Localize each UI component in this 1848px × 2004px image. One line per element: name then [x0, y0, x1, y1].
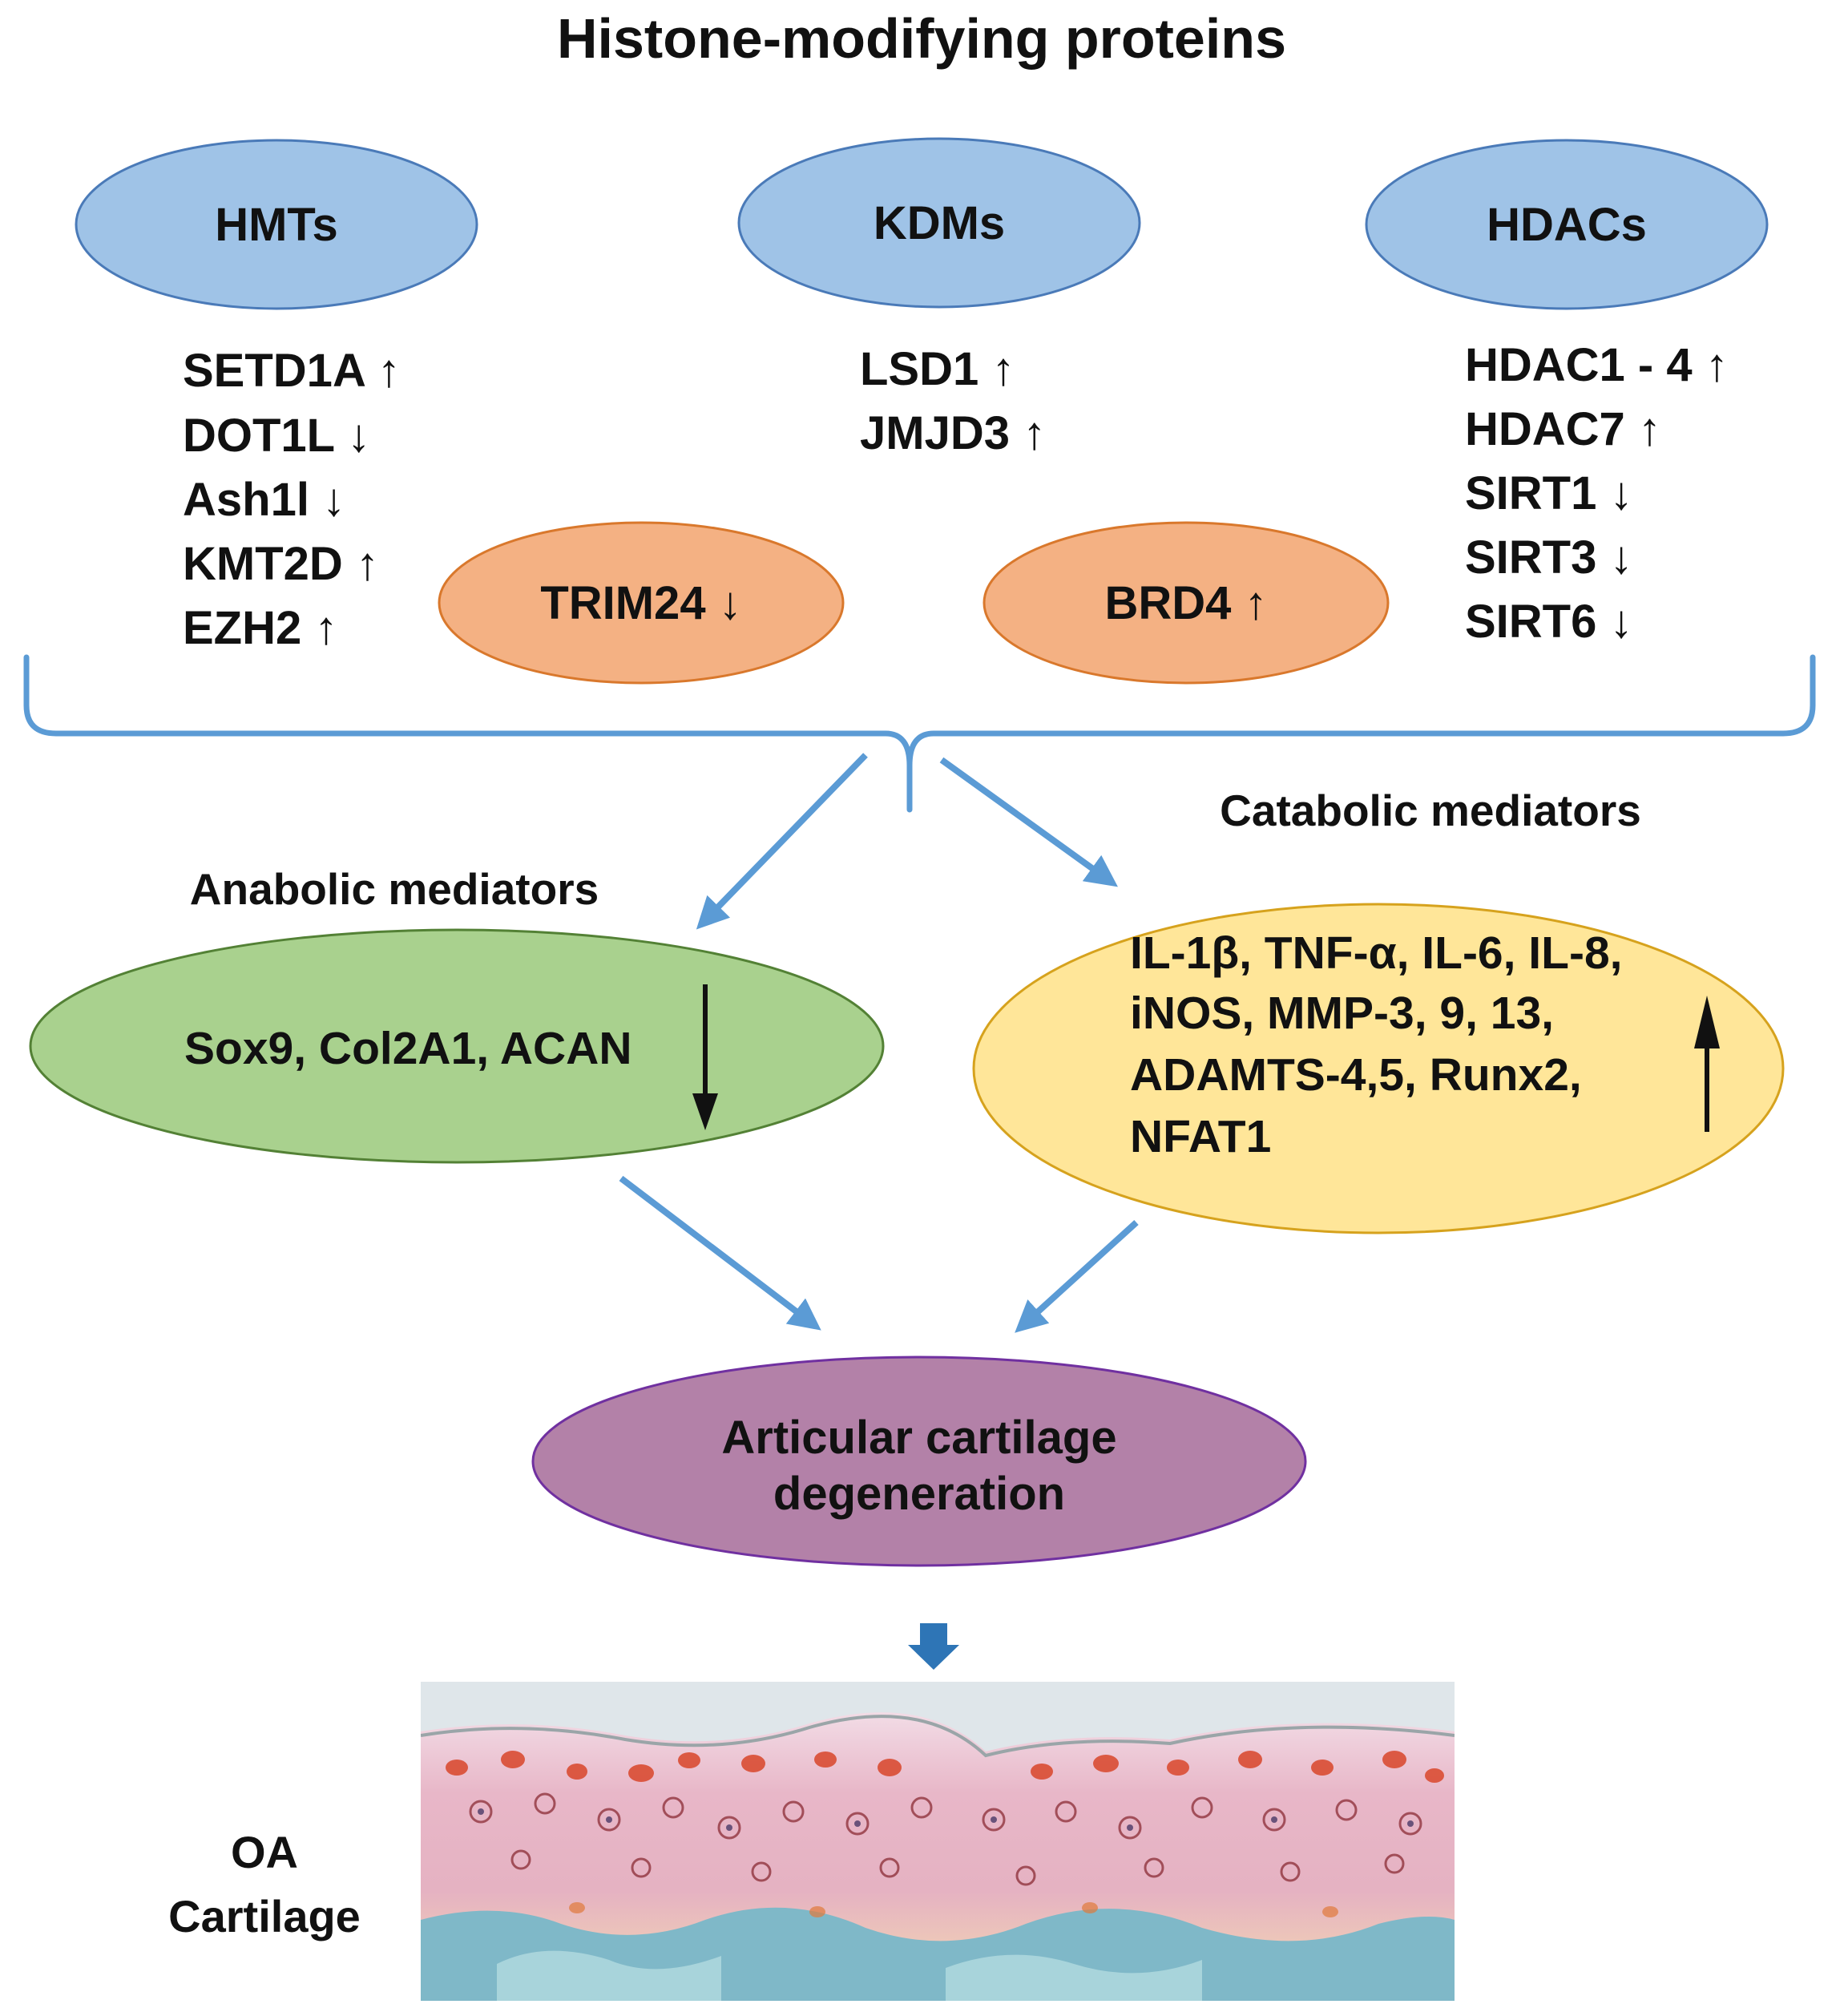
catabolic-line: ADAMTS-4,5, Runx2,: [1130, 1049, 1582, 1101]
catabolic-line: iNOS, MMP-3, 9, 13,: [1130, 988, 1554, 1039]
down-block-arrow-icon: [908, 1623, 959, 1670]
catabolic-line: IL-1β, TNF-α, IL-6, IL-8,: [1130, 927, 1622, 979]
hdacs-ellipse: [1365, 139, 1769, 310]
hmts-item: SETD1A ↑: [183, 345, 401, 397]
oa-label: Cartilage: [168, 1891, 361, 1941]
trim24-label: TRIM24 ↓: [540, 577, 741, 629]
brd4-ellipse: [983, 521, 1390, 685]
hmts-item: KMT2D ↑: [183, 538, 379, 590]
kdms-node: KDMs: [737, 137, 1141, 309]
catabolic-ellipse: [972, 903, 1785, 1234]
hmts-label: HMTs: [215, 199, 338, 251]
down-arrow-icon: [692, 984, 718, 1130]
kdms-list: LSD1 ↑ JMJD3 ↑: [860, 343, 1046, 459]
hmts-item: DOT1L ↓: [183, 410, 370, 462]
hdacs-item: HDAC1 - 4 ↑: [1465, 339, 1729, 391]
kdms-item: LSD1 ↑: [860, 343, 1015, 395]
hdacs-list: HDAC1 - 4 ↑ HDAC7 ↑ SIRT1 ↓ SIRT3 ↓ SIRT…: [1465, 339, 1729, 648]
brd4-node: BRD4 ↑: [983, 521, 1390, 685]
hmts-ellipse: [75, 139, 478, 310]
catabolic-heading: Catabolic mediators: [1220, 786, 1641, 835]
hdacs-node: HDACs: [1365, 139, 1769, 310]
oa-cartilage-image: [421, 1682, 1455, 2001]
grouping-brace: [23, 654, 1816, 813]
anabolic-ellipse: [29, 928, 885, 1164]
hdacs-item: SIRT6 ↓: [1465, 596, 1633, 648]
arrow-catabolic-to-outcome: [1015, 1220, 1139, 1333]
arrow-anabolic-to-outcome: [619, 1175, 821, 1331]
hdacs-item: HDAC7 ↑: [1465, 403, 1661, 455]
anabolic-heading: Anabolic mediators: [190, 864, 599, 914]
hmts-item: EZH2 ↑: [183, 602, 337, 654]
hdacs-item: SIRT1 ↓: [1465, 467, 1633, 519]
anabolic-node: Sox9, Col2A1, ACAN: [29, 928, 885, 1164]
arrow-to-catabolic: [939, 757, 1118, 887]
outcome-node: Articular cartilage degeneration: [531, 1356, 1307, 1567]
catabolic-line: NFAT1: [1130, 1111, 1271, 1162]
outcome-line: degeneration: [773, 1468, 1065, 1520]
trim24-ellipse: [438, 521, 845, 685]
outcome-line: Articular cartilage: [721, 1412, 1116, 1464]
hmts-item: Ash1l ↓: [183, 474, 345, 526]
hdacs-label: HDACs: [1487, 199, 1647, 251]
brd4-label: BRD4 ↑: [1104, 577, 1267, 629]
arrow-to-anabolic: [696, 753, 868, 930]
kdms-item: JMJD3 ↑: [860, 407, 1046, 459]
hdacs-item: SIRT3 ↓: [1465, 531, 1633, 584]
kdms-label: KDMs: [874, 197, 1005, 249]
outcome-ellipse: [531, 1356, 1307, 1567]
up-arrow-icon: [1694, 996, 1720, 1132]
kdms-ellipse: [737, 137, 1141, 309]
catabolic-node: IL-1β, TNF-α, IL-6, IL-8, iNOS, MMP-3, 9…: [972, 903, 1785, 1234]
hmts-node: HMTs: [75, 139, 478, 310]
oa-label: OA: [231, 1827, 298, 1877]
anabolic-content: Sox9, Col2A1, ACAN: [184, 1023, 632, 1074]
diagram-title: Histone-modifying proteins: [557, 7, 1286, 70]
trim24-node: TRIM24 ↓: [438, 521, 845, 685]
hmts-list: SETD1A ↑ DOT1L ↓ Ash1l ↓ KMT2D ↑ EZH2 ↑: [183, 345, 401, 654]
